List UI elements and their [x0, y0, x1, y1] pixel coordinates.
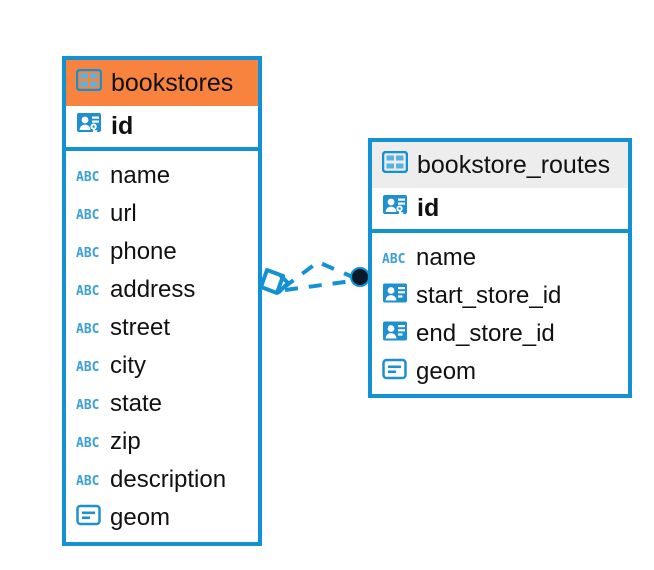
- foreign-key-icon: [382, 282, 408, 311]
- table-icon: [381, 150, 409, 180]
- field-row-street[interactable]: ABC street: [66, 309, 258, 347]
- relationship-line-lower: [284, 279, 353, 292]
- field-label: geom: [110, 504, 171, 531]
- entity-bookstore-routes-primary-key-row[interactable]: id: [372, 188, 628, 233]
- svg-text:ABC: ABC: [76, 398, 99, 411]
- field-label: phone: [110, 238, 177, 265]
- entity-bookstore-routes[interactable]: bookstore_routes id: [368, 138, 632, 398]
- entity-bookstores-header[interactable]: bookstores: [66, 60, 258, 106]
- geometry-type-icon: [382, 358, 408, 387]
- field-row-phone[interactable]: ABC phone: [66, 233, 258, 271]
- svg-text:ABC: ABC: [76, 436, 99, 449]
- field-label: zip: [110, 428, 141, 455]
- field-label: start_store_id: [416, 282, 562, 309]
- field-label: name: [416, 244, 477, 271]
- field-row-geom[interactable]: geom: [66, 499, 258, 537]
- relationship-source-diamond: [259, 268, 290, 295]
- text-type-icon: ABC: [76, 238, 102, 266]
- field-row-url[interactable]: ABC url: [66, 195, 258, 233]
- field-row-state[interactable]: ABC state: [66, 385, 258, 423]
- svg-text:ABC: ABC: [76, 246, 99, 259]
- table-icon: [75, 68, 103, 98]
- text-type-icon: ABC: [76, 162, 102, 190]
- entity-bookstores-primary-key-row[interactable]: id: [66, 106, 258, 151]
- svg-text:ABC: ABC: [76, 208, 99, 221]
- relationship-target-circle: [350, 267, 370, 287]
- text-type-icon: ABC: [76, 390, 102, 418]
- field-label: url: [110, 200, 137, 227]
- geometry-type-icon: [76, 504, 102, 533]
- field-row-zip[interactable]: ABC zip: [66, 423, 258, 461]
- svg-text:ABC: ABC: [76, 284, 99, 297]
- text-type-icon: ABC: [76, 314, 102, 342]
- field-label: description: [110, 466, 227, 493]
- field-label: address: [110, 276, 196, 303]
- primary-key-icon: [382, 193, 408, 224]
- svg-text:ABC: ABC: [76, 322, 99, 335]
- svg-text:ABC: ABC: [76, 474, 99, 487]
- svg-text:ABC: ABC: [76, 360, 99, 373]
- field-label: city: [110, 352, 146, 379]
- field-row-end-store-id[interactable]: end_store_id: [372, 315, 628, 353]
- entity-bookstore-routes-field-list: ABC name start_store_id: [372, 233, 628, 398]
- field-row-start-store-id[interactable]: start_store_id: [372, 277, 628, 315]
- entity-bookstores-title: bookstores: [111, 68, 234, 97]
- text-type-icon: ABC: [76, 466, 102, 494]
- primary-key-icon: [76, 111, 102, 142]
- entity-bookstore-routes-title: bookstore_routes: [417, 150, 611, 179]
- svg-text:ABC: ABC: [76, 170, 99, 183]
- field-label: state: [110, 390, 163, 417]
- entity-bookstores-primary-key-label: id: [111, 112, 134, 140]
- field-row-description[interactable]: ABC description: [66, 461, 258, 499]
- text-type-icon: ABC: [76, 276, 102, 304]
- text-type-icon: ABC: [76, 352, 102, 380]
- field-label: street: [110, 314, 171, 341]
- text-type-icon: ABC: [76, 428, 102, 456]
- field-label: geom: [416, 358, 477, 385]
- entity-bookstore-routes-header[interactable]: bookstore_routes: [372, 142, 628, 188]
- field-row-geom[interactable]: geom: [372, 353, 628, 391]
- field-label: end_store_id: [416, 320, 555, 347]
- entity-bookstores[interactable]: bookstores id: [62, 56, 262, 546]
- text-type-icon: ABC: [76, 200, 102, 228]
- foreign-key-icon: [382, 320, 408, 349]
- field-label: name: [110, 162, 171, 189]
- entity-bookstores-field-list: ABC name ABC url ABC p: [66, 151, 258, 544]
- field-row-address[interactable]: ABC address: [66, 271, 258, 309]
- field-row-name[interactable]: ABC name: [372, 239, 628, 277]
- text-type-icon: ABC: [382, 244, 408, 272]
- field-row-name[interactable]: ABC name: [66, 157, 258, 195]
- relationship-line-upper: [281, 259, 356, 290]
- svg-text:ABC: ABC: [382, 252, 405, 265]
- entity-bookstore-routes-primary-key-label: id: [417, 194, 440, 222]
- field-row-city[interactable]: ABC city: [66, 347, 258, 385]
